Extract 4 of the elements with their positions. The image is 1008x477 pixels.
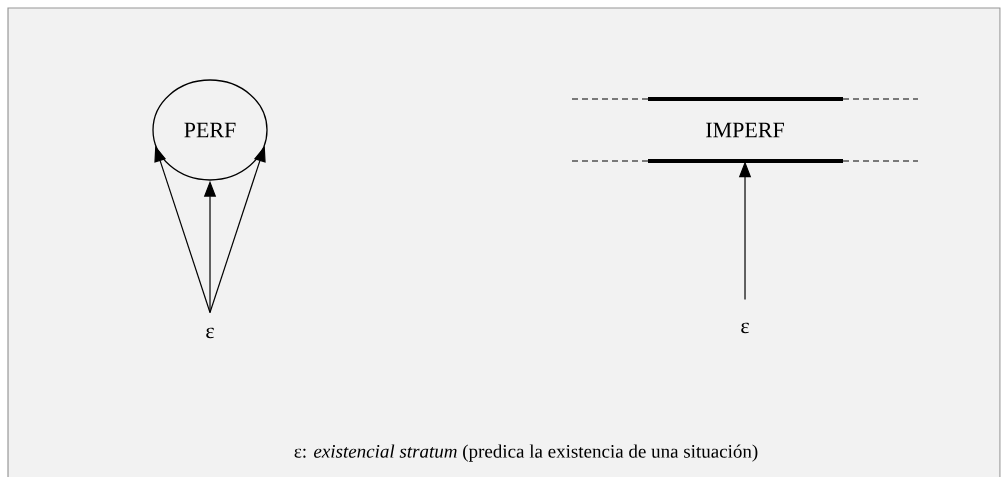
epsilon-symbol: ε xyxy=(206,327,214,339)
band: IMPERF xyxy=(571,97,919,163)
caption-text: ε: existencial stratum (predica la existencia de una situación) xyxy=(294,444,758,462)
epsilon-symbol: ε xyxy=(741,322,749,334)
